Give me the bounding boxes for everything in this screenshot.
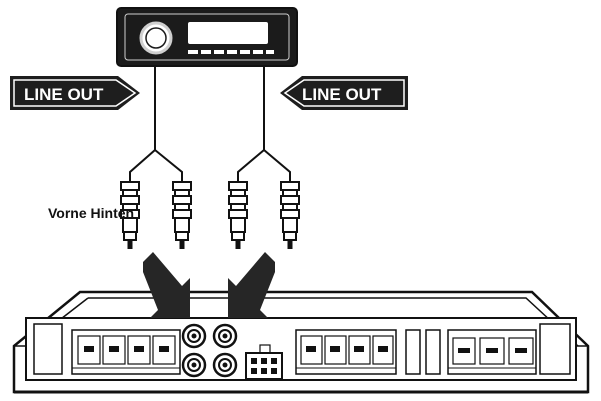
head-unit-display — [188, 22, 268, 44]
rca-plug-icon — [280, 181, 300, 250]
channel-caption: Vorne Hinten — [48, 205, 134, 221]
rca-cables — [129, 66, 291, 182]
head-unit-icon — [116, 7, 298, 67]
line-out-right-label: LINE OUT — [302, 85, 382, 104]
down-arrow-icon — [143, 252, 190, 318]
line-out-tag-right: LINE OUT — [280, 76, 408, 110]
power-connector-icon — [245, 344, 283, 380]
rca-plug-icon — [228, 181, 248, 250]
line-out-tag-left: LINE OUT — [10, 76, 140, 110]
down-arrow-icon — [228, 252, 275, 318]
power-terminal-block — [447, 329, 537, 375]
speaker-terminal-right — [295, 329, 397, 375]
speaker-terminal-left — [71, 329, 181, 375]
fuse-slots — [405, 329, 441, 375]
head-unit-buttons — [188, 50, 274, 54]
rca-plug-icon — [172, 181, 192, 250]
line-out-left-label: LINE OUT — [24, 85, 104, 104]
rca-input-jacks — [181, 323, 238, 378]
